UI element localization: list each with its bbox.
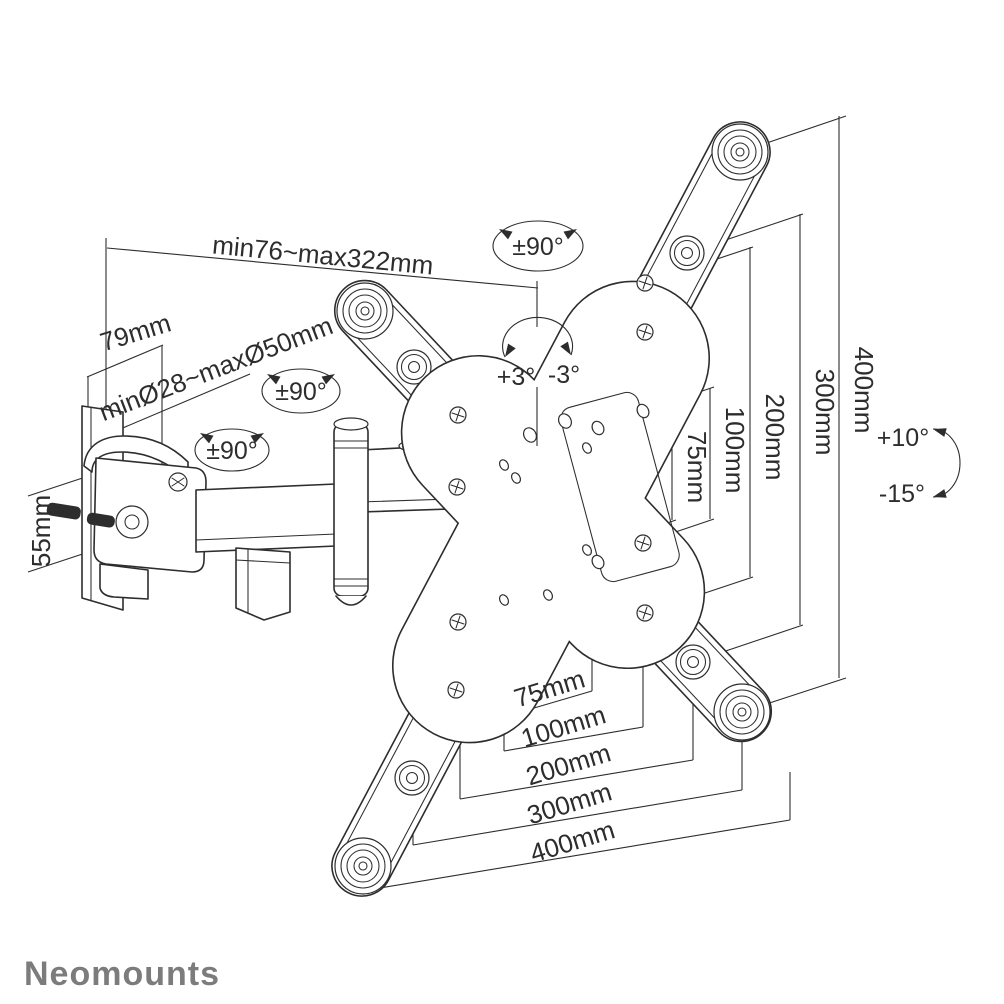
hinge-cylinder [333,417,369,606]
swivel-indicator-plate [492,220,584,272]
brand-logo: Neomounts [24,955,220,993]
plate-screws [447,274,654,699]
label-arm-reach: min76~max322mm [211,229,435,280]
label-level-minus: -3° [548,361,580,389]
clamp-bolt-a [46,502,81,520]
dim-line-h300 [412,789,743,846]
swivel-indicator-inner [261,368,341,414]
swivel-indicator-outer [194,428,270,472]
label-v75: 75mm [682,431,712,503]
adapter-sub-plate [560,391,680,583]
dim-line-arm-reach [106,247,539,289]
tip-washer-bottom-right [713,683,771,741]
mid-washer-top-right [669,235,705,271]
rotation-arrow-icon [931,489,947,502]
dim-line-h400 [367,819,791,891]
vesa-plate [391,274,711,744]
cable-clip [235,547,291,621]
level-indicator [501,316,575,360]
tip-washer-top-right [711,123,769,181]
label-swivel-outer: ±90° [206,437,258,465]
plate-holes-medium [522,403,650,570]
mid-washer-upper-left [396,349,432,385]
label-swivel-plate: ±90° [512,233,564,261]
label-v400: 400mm [849,347,879,434]
label-level-plus: +3° [497,363,536,391]
rotation-arrow-icon [563,225,580,240]
label-v200: 200mm [760,394,790,481]
clamp-body [93,457,207,573]
plate-holes-small [498,442,593,606]
label-tilt-down: -15° [879,480,925,508]
mid-washer-bottom-left [394,760,430,796]
label-v300: 300mm [810,369,840,456]
dim-line-h100 [503,726,644,752]
tilt-indicator [931,424,961,502]
clamp-jaw [99,563,149,600]
rotation-arrow-icon [496,225,513,240]
dim-line-79mm [86,344,164,378]
pole-clamp [46,435,207,600]
label-v100: 100mm [720,407,750,494]
tip-washer-bottom-left [334,837,392,895]
clamp-pivot [115,505,149,539]
label-tilt-up: +10° [877,424,929,452]
tip-washer-upper-left [336,282,394,340]
label-wall-offset: 79mm [96,307,174,357]
leader-pole-diameter [117,373,251,431]
clamp-bolt-b [86,512,115,528]
rotation-arrow-icon [931,424,947,437]
label-clamp-height: 55mm [26,495,56,567]
arm-segment-one [195,483,337,553]
label-swivel-inner: ±90° [275,378,327,406]
arm-assembly [46,405,481,621]
dim-line-h200 [459,759,694,800]
mid-washer-bottom-right [675,644,711,680]
